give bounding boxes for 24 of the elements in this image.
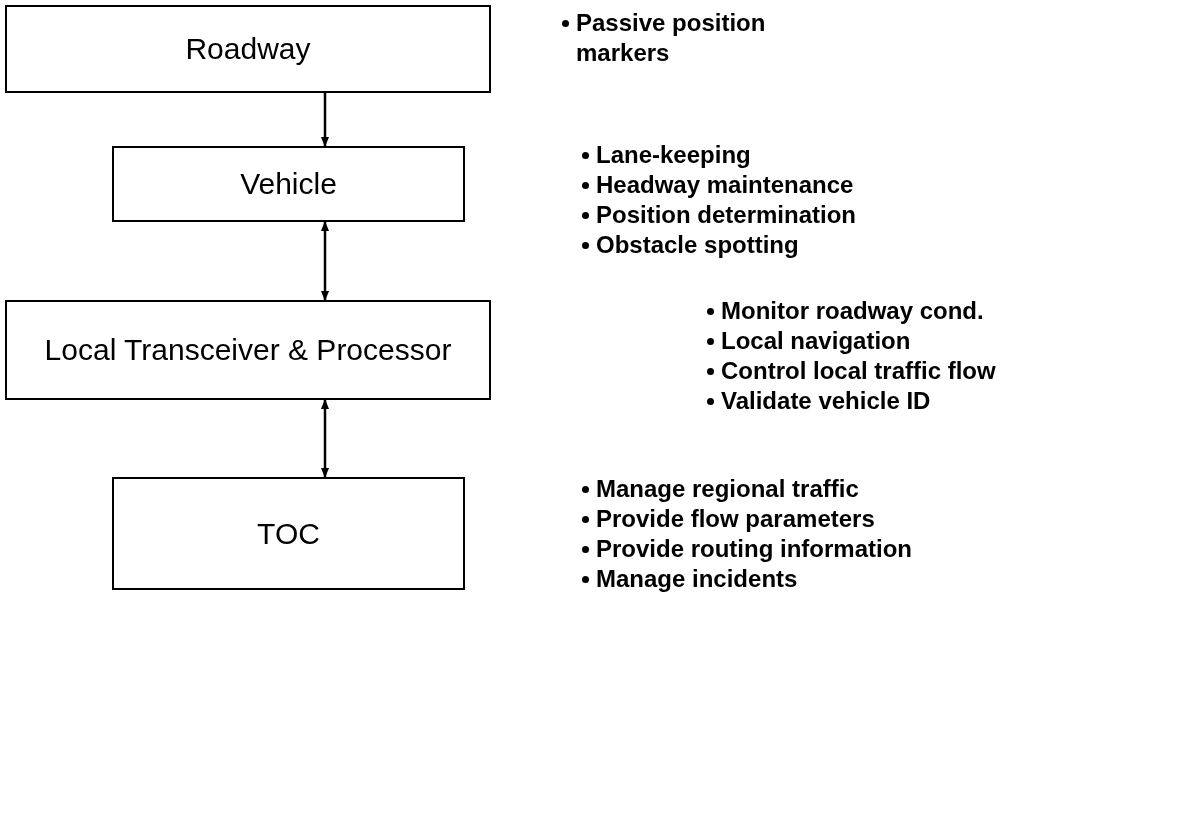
arrow <box>321 399 329 478</box>
bullet-item: Passive position markers <box>576 9 766 66</box>
box-label: Vehicle <box>239 166 338 202</box>
bullet-item: Local navigation <box>721 327 911 354</box>
arrow <box>321 93 329 147</box>
bullet-item: Position determination <box>596 201 856 228</box>
bullet-item: Headway maintenance <box>596 171 854 198</box>
box-label: Roadway <box>184 31 312 67</box>
bullet-item: Obstacle spotting <box>596 231 799 258</box>
bullet-item: Validate vehicle ID <box>721 387 931 414</box>
process-box <box>5 300 491 400</box>
box-label: Local Transceiver & Processor <box>43 332 453 368</box>
process-box <box>112 146 465 222</box>
box-label: TOC <box>256 515 321 552</box>
bullet-item: Manage incidents <box>596 565 798 592</box>
bullet-item: Monitor roadway cond. <box>721 297 984 324</box>
process-box <box>112 477 465 590</box>
process-box <box>5 5 491 93</box>
bullet-item: Manage regional traffic <box>596 475 859 502</box>
bullet-item: Provide flow parameters <box>596 505 875 532</box>
bullet-item: Control local traffic flow <box>721 357 996 384</box>
bullet-item: Provide routing information <box>596 535 912 562</box>
arrow <box>321 221 329 301</box>
bullet-item: Lane-keeping <box>596 141 751 168</box>
